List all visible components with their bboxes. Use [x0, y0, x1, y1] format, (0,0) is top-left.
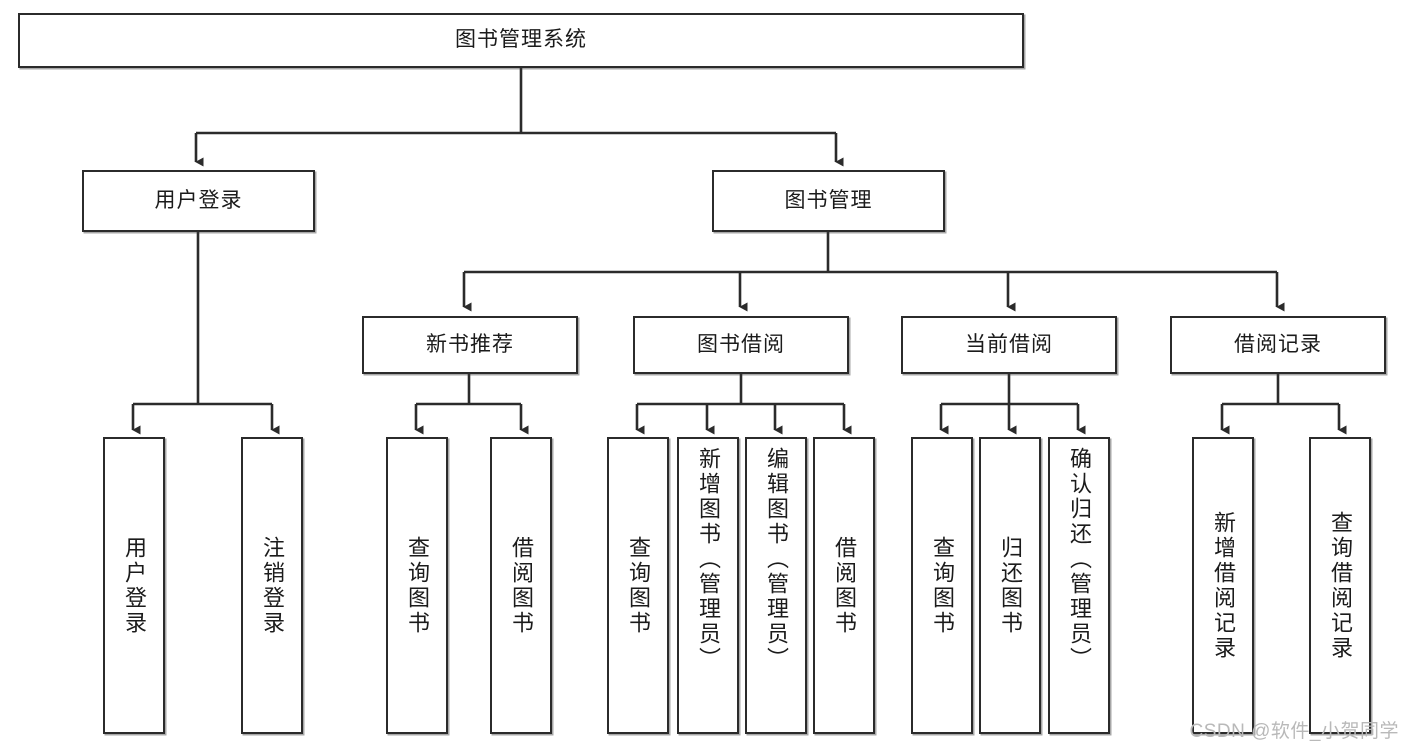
- node-root-label: 图书管理系统: [455, 28, 587, 52]
- node-borrow-records[interactable]: 借阅记录: [1170, 316, 1386, 374]
- node-new-book-recommend-label: 新书推荐: [426, 332, 514, 356]
- leaf-records-query-record-label: 查询借阅记录: [1328, 510, 1353, 661]
- watermark: CSDN @软件_小贺同学: [1189, 721, 1399, 742]
- leaf-recommend-borrow-book[interactable]: 借阅图书: [490, 437, 552, 734]
- leaf-borrow-add-book-label: 新增图书（管理员）: [696, 447, 721, 672]
- leaf-recommend-query-book[interactable]: 查询图书: [386, 437, 448, 734]
- leaf-user-login-label: 用户登录: [122, 535, 147, 636]
- node-book-borrow[interactable]: 图书借阅: [633, 316, 849, 374]
- leaf-borrow-query-book[interactable]: 查询图书: [607, 437, 669, 734]
- leaf-recommend-query-book-label: 查询图书: [405, 535, 430, 636]
- leaf-current-query-book[interactable]: 查询图书: [911, 437, 973, 734]
- node-current-borrow[interactable]: 当前借阅: [901, 316, 1117, 374]
- leaf-current-return-book[interactable]: 归还图书: [979, 437, 1041, 734]
- leaf-user-logout-label: 注销登录: [260, 535, 285, 636]
- node-user-login[interactable]: 用户登录: [82, 170, 315, 232]
- leaf-records-add-record-label: 新增借阅记录: [1211, 510, 1236, 661]
- leaf-current-return-book-label: 归还图书: [998, 535, 1023, 636]
- leaf-user-login[interactable]: 用户登录: [103, 437, 165, 734]
- node-borrow-records-label: 借阅记录: [1234, 332, 1322, 356]
- node-new-book-recommend[interactable]: 新书推荐: [362, 316, 578, 374]
- leaf-borrow-query-book-label: 查询图书: [626, 535, 651, 636]
- leaf-current-query-book-label: 查询图书: [930, 535, 955, 636]
- leaf-borrow-add-book[interactable]: 新增图书（管理员）: [677, 437, 739, 734]
- leaf-borrow-edit-book[interactable]: 编辑图书（管理员）: [745, 437, 807, 734]
- leaf-current-confirm-return-label: 确认归还（管理员）: [1067, 447, 1092, 672]
- leaf-borrow-borrow-book[interactable]: 借阅图书: [813, 437, 875, 734]
- node-book-borrow-label: 图书借阅: [697, 332, 785, 356]
- leaf-borrow-edit-book-label: 编辑图书（管理员）: [764, 447, 789, 672]
- leaf-records-add-record[interactable]: 新增借阅记录: [1192, 437, 1254, 734]
- node-user-login-label: 用户登录: [154, 188, 243, 212]
- leaf-borrow-borrow-book-label: 借阅图书: [832, 535, 857, 636]
- node-book-management-label: 图书管理: [784, 188, 873, 212]
- leaf-current-confirm-return[interactable]: 确认归还（管理员）: [1048, 437, 1110, 734]
- node-current-borrow-label: 当前借阅: [965, 332, 1053, 356]
- leaf-records-query-record[interactable]: 查询借阅记录: [1309, 437, 1371, 734]
- leaf-user-logout[interactable]: 注销登录: [241, 437, 303, 734]
- leaf-recommend-borrow-book-label: 借阅图书: [509, 535, 534, 636]
- node-root[interactable]: 图书管理系统: [18, 13, 1024, 68]
- node-book-management[interactable]: 图书管理: [712, 170, 945, 232]
